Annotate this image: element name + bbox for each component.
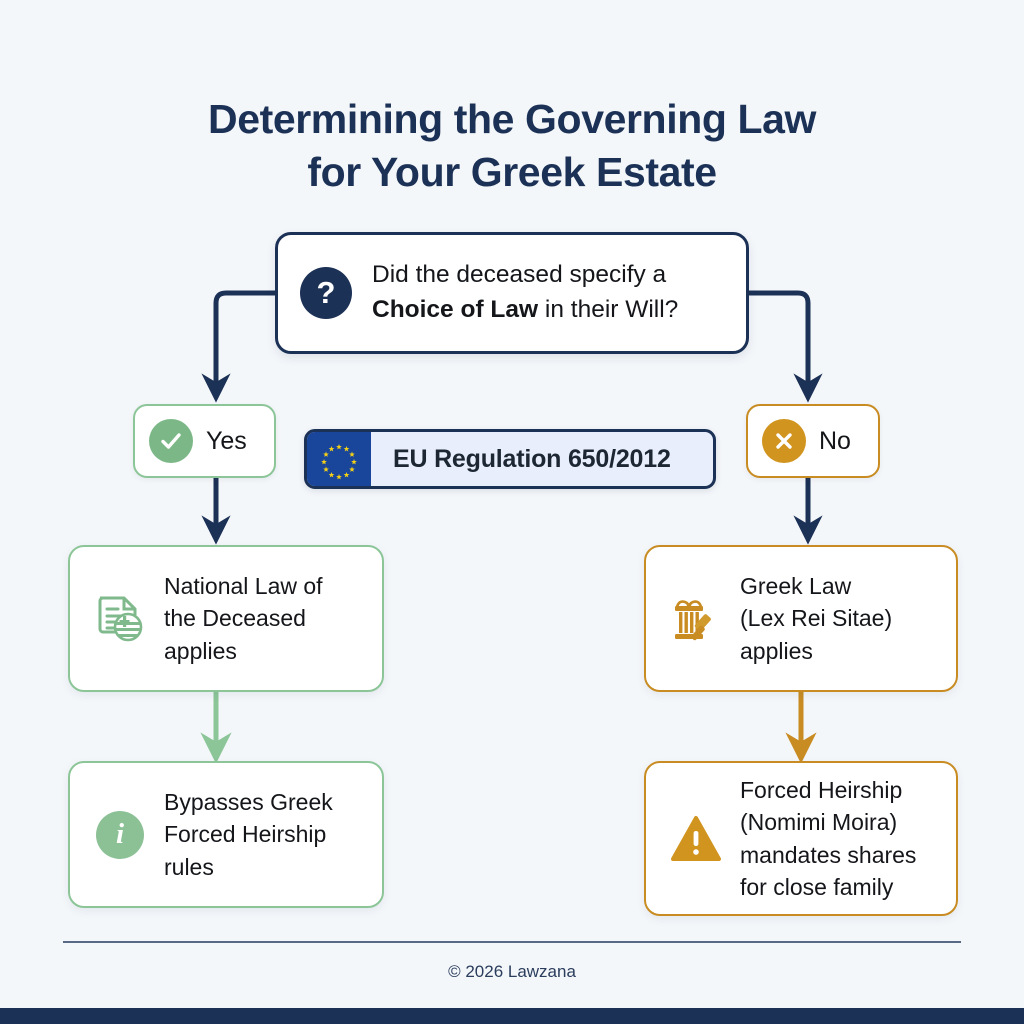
forced-heirship-line-2: (Nomimi Moira) xyxy=(740,809,898,836)
bypass-line-1: Bypasses Greek xyxy=(164,789,333,816)
decision-node-choice-of-law[interactable]: ? Did the deceased specify a Choice of L… xyxy=(275,232,749,354)
bottom-accent-bar xyxy=(0,1008,1024,1024)
info-circle-icon: i xyxy=(92,807,148,863)
outcome-card-national-law-text: National Law of the Deceased applies xyxy=(164,570,323,667)
footer-divider xyxy=(63,941,961,943)
eu-regulation-banner[interactable]: EU Regulation 650/2012 xyxy=(304,429,716,489)
eu-regulation-label: EU Regulation 650/2012 xyxy=(393,444,671,473)
decision-node-text: Did the deceased specify a Choice of Law… xyxy=(372,258,724,328)
question-mark-icon: ? xyxy=(300,267,352,319)
branch-badge-yes[interactable]: Yes xyxy=(133,404,276,478)
forced-heirship-line-3: mandates shares xyxy=(740,841,917,868)
page-title: Determining the Governing Law for Your G… xyxy=(0,93,1024,198)
forced-heirship-line-4: for close family xyxy=(740,873,894,900)
footer-copyright: © 2026 Lawzana xyxy=(448,962,576,981)
bypass-line-3: rules xyxy=(164,853,214,880)
question-mark-glyph: ? xyxy=(316,275,336,310)
outcome-card-bypass-text: Bypasses Greek Forced Heirship rules xyxy=(164,786,333,883)
outcome-card-forced-heirship[interactable]: Forced Heirship (Nomimi Moira) mandates … xyxy=(644,761,958,916)
outcome-card-forced-heirship-text: Forced Heirship (Nomimi Moira) mandates … xyxy=(740,774,916,903)
eu-stars xyxy=(321,444,357,480)
check-circle-icon xyxy=(149,419,193,463)
warning-triangle-icon xyxy=(668,811,724,867)
branch-badge-no-label: No xyxy=(819,426,851,455)
bypass-line-2: Forced Heirship xyxy=(164,821,327,848)
national-law-line-1: National Law of xyxy=(164,573,323,600)
branch-badge-no[interactable]: No xyxy=(746,404,880,478)
x-circle-icon xyxy=(762,419,806,463)
outcome-card-greek-law-text: Greek Law (Lex Rei Sitae) applies xyxy=(740,570,892,667)
check-glyph xyxy=(161,433,181,449)
decision-text-emphasis: Choice of Law xyxy=(372,296,539,323)
decision-text-after: in their Will? xyxy=(538,296,679,323)
greek-law-line-3: applies xyxy=(740,637,813,664)
document-greek-flag-icon xyxy=(92,591,148,647)
info-circle-glyph: i xyxy=(96,810,144,859)
wire-decision-to-no xyxy=(749,290,823,403)
column-gavel-icon xyxy=(668,591,724,647)
greek-law-line-2: (Lex Rei Sitae) xyxy=(740,605,893,632)
page-title-line-2: for Your Greek Estate xyxy=(307,148,717,195)
forced-heirship-line-1: Forced Heirship xyxy=(740,777,903,804)
outcome-card-national-law[interactable]: National Law of the Deceased applies xyxy=(68,545,384,692)
national-law-line-2: the Deceased xyxy=(164,605,306,632)
eu-flag-icon xyxy=(307,432,371,486)
wire-decision-to-yes xyxy=(201,290,275,403)
outcome-card-bypass-forced-heirship[interactable]: i Bypasses Greek Forced Heirship rules xyxy=(68,761,384,908)
branch-badge-yes-label: Yes xyxy=(206,426,247,455)
x-glyph xyxy=(776,433,792,449)
greek-law-line-1: Greek Law xyxy=(740,573,852,600)
page-title-line-1: Determining the Governing Law xyxy=(207,96,817,143)
outcome-card-greek-law[interactable]: Greek Law (Lex Rei Sitae) applies xyxy=(644,545,958,692)
national-law-line-3: applies xyxy=(164,637,237,664)
decision-text-before: Did the deceased specify a xyxy=(372,261,667,289)
